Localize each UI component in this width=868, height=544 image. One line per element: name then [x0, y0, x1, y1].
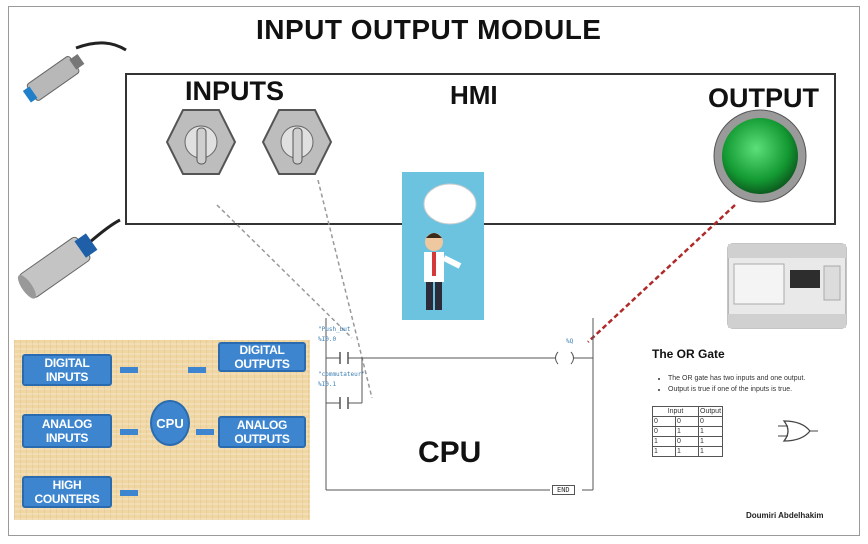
- cell: 1: [675, 446, 699, 457]
- arrow-digital-inputs: [120, 367, 138, 373]
- arrow-high-counters: [120, 490, 138, 496]
- table-row: Input Output: [652, 406, 724, 417]
- or-gate-bullet: The OR gate has two inputs and one outpu…: [668, 373, 805, 384]
- header-input: Input: [652, 406, 699, 417]
- end-instruction: END: [552, 485, 575, 495]
- cpu-label: CPU: [418, 436, 482, 469]
- cpu-circle: CPU: [150, 400, 190, 446]
- diagram-title: INPUT OUTPUT MODULE: [256, 14, 602, 45]
- cell: 1: [652, 446, 676, 457]
- or-gate-bullets: The OR gate has two inputs and one outpu…: [660, 373, 805, 395]
- cell: 1: [652, 436, 676, 447]
- author-credit: Doumiri Abdelhakim: [746, 511, 824, 520]
- cell: 0: [697, 416, 724, 427]
- or-gate-symbol-icon: [778, 420, 818, 442]
- contact-2-tag: "commutateur": [318, 371, 365, 378]
- digital-outputs-box: DIGITAL OUTPUTS: [218, 342, 306, 372]
- or-gate-bullet: Output is true if one of the inputs is t…: [668, 384, 805, 395]
- analog-outputs-box: ANALOG OUTPUTS: [218, 416, 306, 448]
- cell: 0: [675, 416, 699, 427]
- or-gate-title: The OR Gate: [652, 347, 725, 361]
- contact-1-address: %I0.0: [318, 336, 337, 343]
- cell: 1: [697, 446, 724, 457]
- contact-1-tag: "Push_but: [318, 326, 351, 333]
- cell: 1: [675, 426, 699, 437]
- cell: 0: [652, 416, 676, 427]
- proximity-sensor-large-icon: [17, 218, 121, 299]
- presenter-illustration: [402, 172, 484, 320]
- cell: 0: [675, 436, 699, 447]
- output-lamp-icon: [713, 109, 807, 203]
- toggle-switch-1-icon[interactable]: [165, 106, 237, 178]
- inputs-label: INPUTS: [185, 76, 285, 106]
- analog-inputs-box: ANALOG INPUTS: [22, 414, 112, 448]
- output-label: OUTPUT: [708, 83, 819, 113]
- diagram-frame: [8, 6, 860, 536]
- cell: 1: [697, 426, 724, 437]
- arrow-digital-outputs: [188, 367, 206, 373]
- arrow-analog-inputs: [120, 429, 138, 435]
- digital-inputs-box: DIGITAL INPUTS: [22, 354, 112, 386]
- arrow-analog-outputs: [196, 429, 214, 435]
- hmi-label: HMI: [450, 80, 498, 110]
- high-counters-box: HIGH COUNTERS: [22, 476, 112, 508]
- coil-tag: %Q: [566, 338, 574, 345]
- cell: 1: [697, 436, 724, 447]
- plc-hardware-icon: [727, 243, 847, 329]
- proximity-sensor-small-icon: [22, 41, 127, 103]
- cell: 0: [652, 426, 676, 437]
- contact-2-address: %I0.1: [318, 381, 337, 388]
- toggle-switch-2-icon[interactable]: [261, 106, 333, 178]
- header-output: Output: [697, 406, 724, 417]
